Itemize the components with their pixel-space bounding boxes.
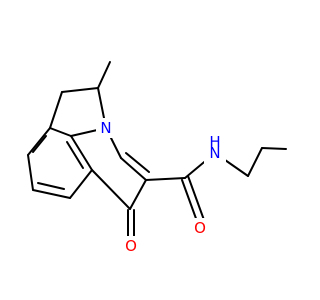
- amide-oxygen-label: O: [194, 219, 206, 237]
- bond-benzene-4-inner: [37, 182, 65, 190]
- bond-benzene-4: [32, 189, 71, 199]
- bond-benzene-5: [69, 169, 93, 199]
- bond-butyl-3: [261, 147, 287, 150]
- ring-nitrogen-bg: [96, 118, 116, 138]
- bond-methyl: [97, 61, 111, 89]
- bond-benzene-2: [27, 127, 51, 156]
- ketone-oxygen-bg: [121, 236, 141, 256]
- bond-benzene-2-inner: [32, 135, 47, 153]
- atom-labels: N H N O O: [96, 118, 226, 256]
- bond-ch-ch2: [61, 87, 99, 93]
- bond-c4-aryl: [91, 169, 131, 210]
- bond-ch-c3-inner: [125, 152, 150, 173]
- bond-benzene-3: [27, 154, 34, 191]
- bond-c3-c4: [129, 179, 147, 210]
- bond-benzene-1: [49, 127, 72, 137]
- ring-nitrogen-label: N: [100, 119, 111, 137]
- bond-c3-carbonyl: [145, 177, 186, 181]
- bond-ch-c3: [120, 157, 147, 181]
- bond-lines: [27, 61, 287, 241]
- bond-benzene-6-inner: [66, 141, 84, 169]
- amide-hydrogen-label: H: [209, 133, 220, 151]
- amide-nitrogen-bg: [204, 138, 226, 164]
- amide-oxygen-bg: [190, 218, 210, 238]
- amide-nitrogen-label: N: [209, 144, 220, 162]
- bond-amide-o-2: [187, 175, 205, 221]
- bond-butyl-2: [247, 147, 263, 177]
- bond-ch2-aryl: [49, 91, 63, 129]
- bond-benzene-6: [70, 135, 93, 171]
- ketone-oxygen-label: O: [125, 237, 137, 255]
- bond-amide-o-1: [181, 179, 199, 225]
- molecule-structure: N H N O O: [27, 61, 287, 256]
